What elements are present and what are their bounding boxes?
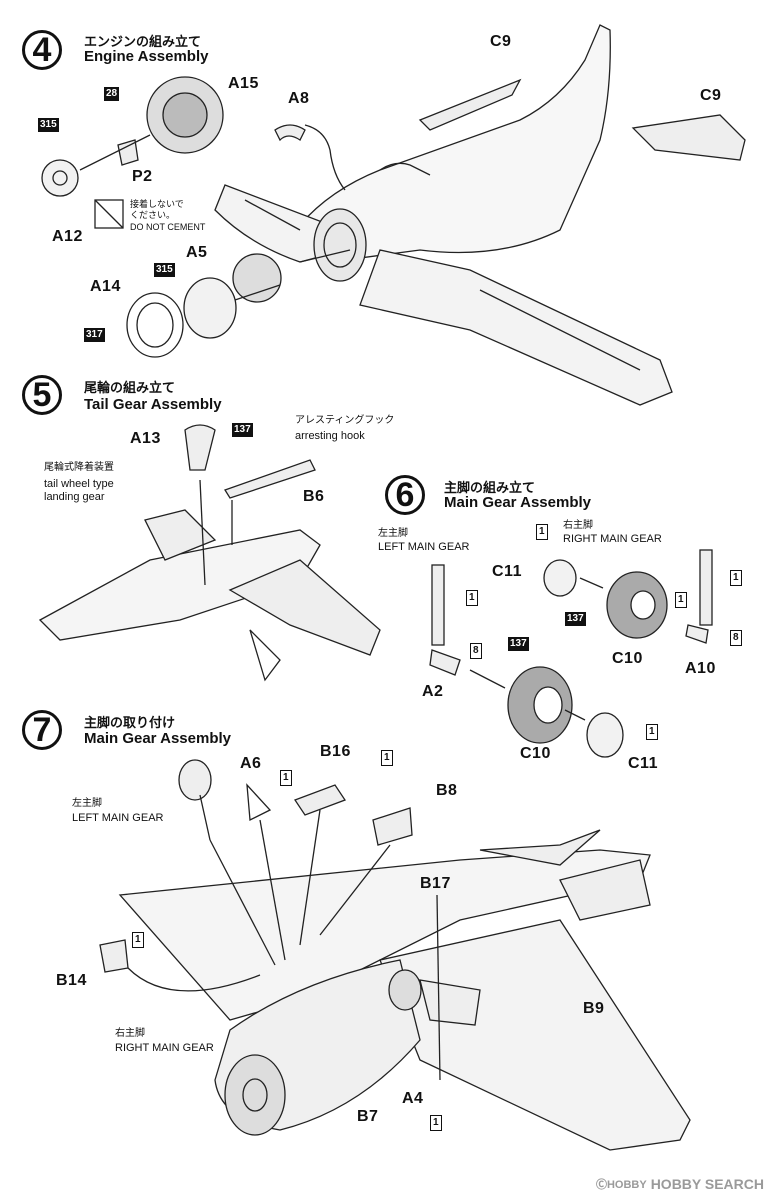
watermark-text: HOBBY SEARCH (650, 1176, 764, 1192)
caution-jp-line1: 接着しないで (130, 200, 184, 210)
right-main-gear-jp-7: 右主脚 (115, 1028, 145, 1039)
step-4-title-jp: エンジンの組み立て (84, 35, 202, 50)
part-a5-label: A5 (186, 244, 208, 261)
step4-engine-parts-illustration (41, 76, 351, 358)
paint-code-1-i: 1 (430, 1115, 442, 1131)
step-6-title-en: Main Gear Assembly (444, 494, 592, 511)
left-main-gear-en-7: LEFT MAIN GEAR (72, 812, 164, 824)
part-a15-label: A15 (228, 75, 259, 92)
paint-code-137: 137 (232, 423, 253, 437)
caution-note: 接着しないで ください。 DO NOT CEMENT (130, 200, 205, 233)
paint-code-8-a: 8 (730, 630, 742, 646)
part-a2-label: A2 (422, 683, 444, 700)
part-b7-label: B7 (357, 1108, 379, 1125)
step4-aircraft-illustration (214, 24, 746, 406)
step7-aircraft-illustration (99, 759, 691, 1151)
paint-code-1-e: 1 (646, 724, 658, 740)
caution-en: DO NOT CEMENT (130, 222, 206, 232)
part-b14-label: B14 (56, 972, 87, 989)
step-6-title-jp: 主脚の組み立て (444, 481, 536, 496)
paint-code-1-c: 1 (466, 590, 478, 606)
part-c9-top-label: C9 (490, 33, 512, 50)
right-main-gear-en-7: RIGHT MAIN GEAR (115, 1042, 214, 1054)
step-7-number: 7 (22, 710, 62, 750)
tail-gear-en-line1: tail wheel type (44, 478, 114, 490)
right-main-gear-jp: 右主脚 (563, 520, 593, 531)
step-6-number: 6 (385, 475, 425, 515)
step-5-title-jp: 尾輪の組み立て (84, 381, 176, 396)
right-main-gear-en: RIGHT MAIN GEAR (563, 533, 662, 545)
left-main-gear-jp-7: 左主脚 (72, 798, 102, 809)
step5-tail-illustration (38, 424, 381, 682)
paint-code-1-d: 1 (675, 592, 687, 608)
paint-code-1-g: 1 (280, 770, 292, 786)
paint-code-1-f: 1 (381, 750, 393, 766)
watermark-logo: ⒸHOBBY (595, 1179, 647, 1191)
part-c11-bottom-label: C11 (628, 755, 658, 772)
part-a6-label: A6 (240, 755, 262, 772)
caution-jp-line2: ください。 (130, 211, 176, 221)
paint-code-28: 28 (104, 87, 120, 101)
part-p2-label: P2 (132, 168, 153, 185)
part-c11-top-label: C11 (492, 563, 522, 580)
step-5-title-en: Tail Gear Assembly (84, 396, 222, 413)
part-a14-label: A14 (90, 278, 121, 295)
part-b16-label: B16 (320, 743, 351, 760)
step-7-title-jp: 主脚の取り付け (84, 716, 176, 731)
step-5-number: 5 (22, 375, 62, 415)
part-a12-label: A12 (52, 228, 83, 245)
part-b6-label: B6 (303, 488, 325, 505)
paint-code-1-b: 1 (730, 570, 742, 586)
step6-gear-illustration (429, 549, 713, 758)
part-b9-label: B9 (583, 1000, 605, 1017)
part-c10-bottom-label: C10 (520, 745, 551, 762)
part-a4-label: A4 (402, 1090, 424, 1107)
step-4-title-en: Engine Assembly (84, 48, 209, 65)
step-4-number: 4 (22, 30, 62, 70)
part-c9-right-label: C9 (700, 87, 722, 104)
paint-code-1-a: 1 (536, 524, 548, 540)
do-not-cement-icon (94, 199, 124, 229)
left-main-gear-en: LEFT MAIN GEAR (378, 541, 470, 553)
part-a13-label: A13 (130, 430, 161, 447)
part-b8-label: B8 (436, 782, 458, 799)
paint-code-317: 317 (84, 328, 105, 342)
paint-code-315-b: 315 (154, 263, 175, 277)
paint-code-137-b: 137 (508, 637, 529, 651)
tail-gear-jp: 尾輪式降着装置 (44, 462, 114, 473)
paint-code-8-b: 8 (470, 643, 482, 659)
paint-code-1-h: 1 (132, 932, 144, 948)
paint-code-315-a: 315 (38, 118, 59, 132)
step-7-title-en: Main Gear Assembly (84, 730, 232, 747)
part-a8-label: A8 (288, 90, 310, 107)
left-main-gear-jp: 左主脚 (378, 528, 408, 539)
part-c10-right-label: C10 (612, 650, 643, 667)
tail-gear-en-line2: landing gear (44, 491, 105, 503)
arresting-hook-jp: アレスティングフック (295, 415, 395, 426)
part-a10-label: A10 (685, 660, 716, 677)
paint-code-137-a: 137 (565, 612, 586, 626)
part-b17-label: B17 (420, 875, 451, 892)
arresting-hook-en: arresting hook (295, 430, 365, 442)
watermark: ⒸHOBBY HOBBY SEARCH (596, 1176, 764, 1192)
